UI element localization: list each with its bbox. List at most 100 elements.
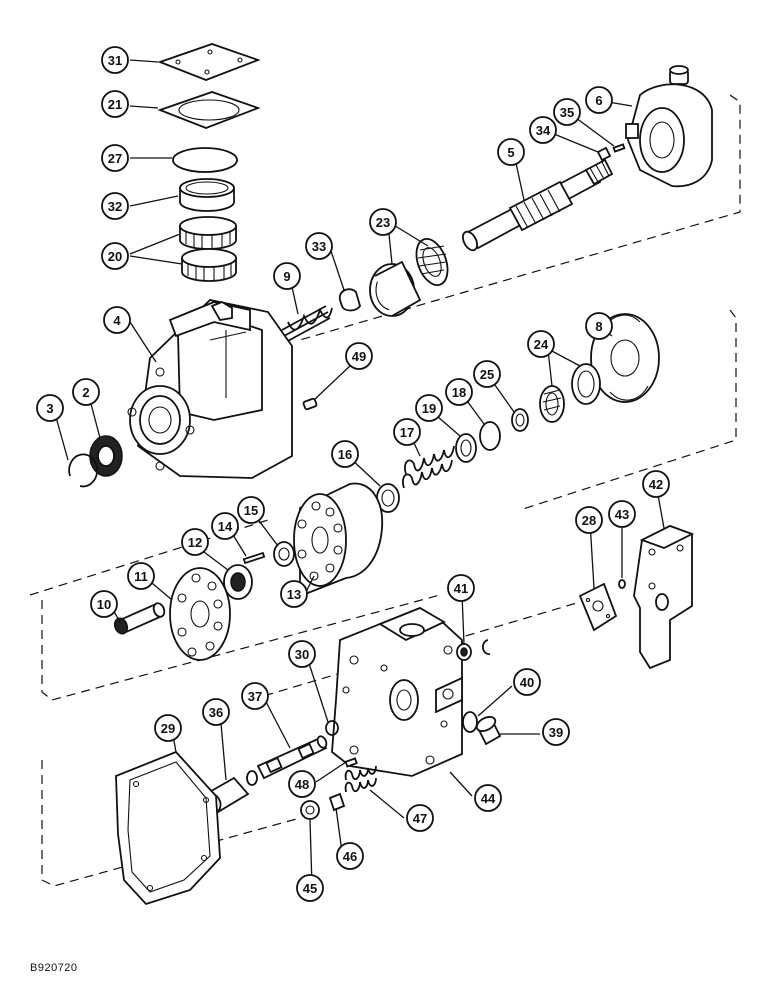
callout-circle: [288, 640, 316, 668]
part-callouts: 3121273220635345233394498242518191716231…: [36, 46, 670, 902]
callout-label: 17: [400, 425, 414, 440]
callout-label: 13: [287, 587, 301, 602]
callout-6: 6: [585, 86, 613, 114]
callout-label: 3: [46, 401, 53, 416]
part-34-pin: [596, 146, 612, 162]
callout-10: 10: [90, 590, 118, 618]
callout-label: 48: [295, 777, 309, 792]
callout-40: 40: [513, 668, 541, 696]
callout-label: 29: [161, 721, 175, 736]
callout-circle: [103, 306, 131, 334]
callout-circle: [529, 116, 557, 144]
callout-24: 24: [527, 330, 555, 358]
callout-label: 28: [582, 513, 596, 528]
callout-label: 16: [338, 447, 352, 462]
callout-43: 43: [608, 500, 636, 528]
callout-circle: [181, 528, 209, 556]
callout-11: 11: [127, 562, 155, 590]
part-6-swashplate: [625, 65, 713, 188]
callout-label: 49: [352, 349, 366, 364]
callout-label: 4: [113, 313, 121, 328]
callout-42: 42: [642, 470, 670, 498]
callout-label: 33: [312, 239, 326, 254]
part-24-bearing: [539, 363, 601, 423]
callout-circle: [101, 90, 129, 118]
part-11-shoe-plate: [169, 567, 231, 661]
callout-circle: [393, 418, 421, 446]
part-28-gasket: [578, 582, 618, 632]
part-30-o-ring: [325, 720, 339, 736]
callout-circle: [305, 232, 333, 260]
callout-label: 23: [376, 215, 390, 230]
callout-circle: [36, 394, 64, 422]
part-44-port-plate: [331, 606, 463, 777]
callout-label: 36: [209, 705, 223, 720]
callout-circle: [288, 770, 316, 798]
part-9-spring: [281, 305, 333, 343]
callout-48: 48: [288, 770, 316, 798]
callout-label: 37: [248, 689, 262, 704]
reference-code: B920720: [30, 962, 78, 974]
callout-label: 32: [108, 199, 122, 214]
callout-label: 2: [82, 385, 89, 400]
callout-circle: [406, 804, 434, 832]
part-39-plug: [475, 716, 502, 746]
callout-label: 6: [595, 93, 602, 108]
callout-8: 8: [585, 312, 613, 340]
callout-circle: [101, 242, 129, 270]
callout-label: 8: [595, 319, 602, 334]
callout-19: 19: [415, 394, 443, 422]
callout-circle: [211, 512, 239, 540]
callout-2: 2: [72, 378, 100, 406]
callout-label: 30: [295, 647, 309, 662]
callout-circle: [202, 698, 230, 726]
callout-circle: [345, 342, 373, 370]
callout-label: 24: [534, 337, 549, 352]
callout-label: 15: [244, 503, 258, 518]
callout-circle: [280, 580, 308, 608]
part-40-o-ring: [462, 711, 478, 733]
callout-label: 47: [413, 811, 427, 826]
callout-4: 4: [103, 306, 131, 334]
callout-circle: [642, 470, 670, 498]
callout-label: 31: [108, 53, 122, 68]
callout-label: 21: [108, 97, 122, 112]
callout-16: 16: [331, 440, 359, 468]
callout-39: 39: [542, 718, 570, 746]
callout-circle: [127, 562, 155, 590]
callout-label: 12: [188, 535, 202, 550]
part-17-spring: [402, 445, 455, 489]
callout-32: 32: [101, 192, 129, 220]
callout-circle: [445, 378, 473, 406]
part-12-ball: [223, 564, 253, 600]
callout-3: 3: [36, 394, 64, 422]
callout-37: 37: [241, 682, 269, 710]
callout-circle: [90, 590, 118, 618]
callout-circle: [553, 98, 581, 126]
callout-49: 49: [345, 342, 373, 370]
callout-20: 20: [101, 242, 129, 270]
callout-12: 12: [181, 528, 209, 556]
callout-14: 14: [211, 512, 239, 540]
part-15-ball-guide: [273, 541, 295, 567]
part-23-bearing-set: [369, 238, 449, 317]
part-10-piston: [113, 602, 166, 635]
callout-9: 9: [273, 262, 301, 290]
part-29-gasket: [115, 750, 221, 906]
callout-circle: [447, 574, 475, 602]
callout-27: 27: [101, 144, 129, 172]
callout-label: 46: [343, 849, 357, 864]
part-31-cover-plate: [157, 43, 261, 81]
callout-circle: [241, 682, 269, 710]
callout-circle: [527, 330, 555, 358]
callout-17: 17: [393, 418, 421, 446]
callout-circle: [296, 874, 324, 902]
part-19-washer: [455, 433, 477, 463]
part-5-drive-shaft: [462, 158, 614, 252]
callout-41: 41: [447, 574, 475, 602]
callout-label: 39: [549, 725, 563, 740]
callout-circle: [331, 440, 359, 468]
part-4-main-housing: [127, 299, 293, 479]
callout-label: 42: [649, 477, 663, 492]
